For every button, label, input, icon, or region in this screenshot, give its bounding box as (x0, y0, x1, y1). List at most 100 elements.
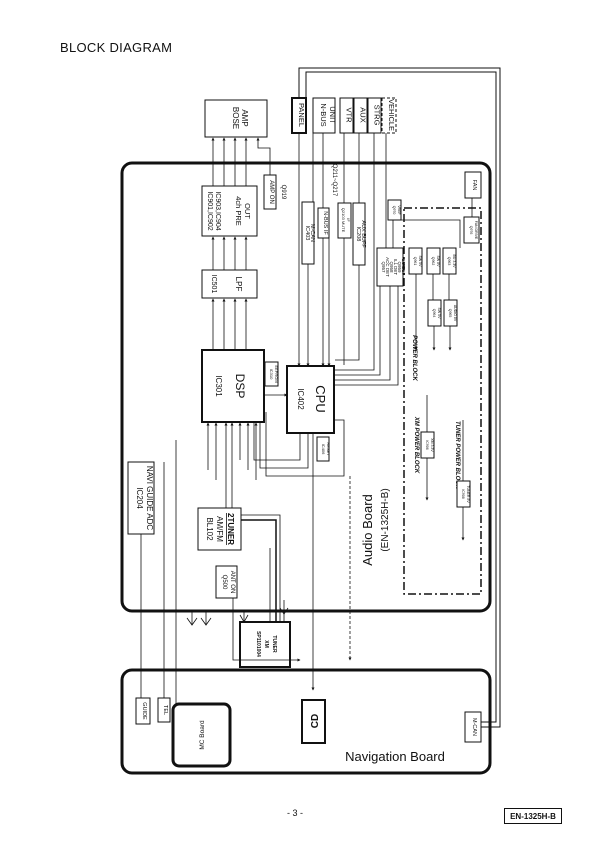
svg-text:N-BUS: N-BUS (319, 103, 328, 126)
svg-text:Q963: Q963 (447, 257, 451, 266)
strg-connector: STRG (367, 97, 382, 134)
eeprom-block: IC310 EEPROM (264, 361, 279, 387)
ant-on-block: Q500 ANT ON (215, 565, 238, 599)
svg-text:BU 3.3V: BU 3.3V (452, 254, 456, 268)
nav-board-title: Navigation Board (345, 749, 445, 764)
svg-text:AUX: AUX (359, 107, 368, 122)
svg-text:Q959: Q959 (397, 261, 402, 273)
mc-board-block: MC Board (171, 702, 232, 768)
svg-text:SP1101004: SP1101004 (255, 631, 261, 657)
svg-text:IC406: IC406 (321, 444, 326, 455)
svg-text:XM: XM (263, 640, 269, 648)
sw5v-block-2: Q964 SW 5V (427, 299, 442, 327)
audio-board-title: Audio Board (360, 494, 375, 566)
svg-text:ILL DET: ILL DET (393, 259, 398, 276)
svg-text:XM 3.3V: XM 3.3V (430, 438, 434, 452)
svg-text:Q970: Q970 (392, 206, 396, 215)
svg-text:GUIDE: GUIDE (141, 702, 147, 720)
svg-text:CPU: CPU (313, 385, 328, 412)
audio-board-code: (EN-1325H-B) (380, 488, 391, 551)
xm-power-ic-block: IC906 XM 3.3V (420, 431, 435, 459)
svg-text:EEPROM: EEPROM (274, 365, 279, 382)
svg-text:SW 5V: SW 5V (437, 308, 441, 320)
navi-guide-adc-block: IC204 NAVI GUIDE ADC (127, 461, 155, 535)
svg-text:MC Board: MC Board (199, 720, 206, 750)
svg-text:IC310: IC310 (269, 369, 274, 380)
panel-connector: PANEL (291, 97, 307, 134)
page-number: - 3 - (287, 808, 304, 818)
signal-lines (140, 67, 501, 728)
svg-text:NAVI GUIDE ADC: NAVI GUIDE ADC (145, 466, 154, 531)
cd-block: CD (301, 699, 326, 744)
antenna-icon (186, 600, 289, 626)
svg-text:Q2103 MUTE: Q2103 MUTE (341, 208, 346, 233)
reset-block: IC406 RESET (316, 436, 331, 462)
tuner-power-ic-block: IC908 TUNER 8V (456, 480, 471, 508)
svg-text:Q211~Q217: Q211~Q217 (331, 164, 337, 197)
svg-text:PANEL: PANEL (297, 103, 306, 127)
sw5v-block-1: Q961 SW 5V (408, 247, 423, 275)
aux-connector: AUX (353, 97, 368, 134)
svg-text:IC204: IC204 (135, 487, 144, 509)
svg-text:UNIT: UNIT (328, 106, 337, 124)
svg-text:N-BUS IF: N-BUS IF (322, 211, 328, 235)
xm-power-block-label: XM POWER BLOCK (413, 416, 419, 474)
svg-text:Q919: Q919 (280, 185, 286, 200)
svg-text:IF: IF (346, 218, 351, 222)
nbus-if-block: N-BUS IF Q211~Q217 (317, 164, 337, 239)
svg-text:Q957: Q957 (381, 261, 386, 273)
svg-text:LPF: LPF (234, 277, 243, 292)
amp-on-block: AMP ON Q919 (263, 174, 286, 210)
lpf-block: IC501 LPF (201, 269, 258, 299)
svg-text:FAN DRIVE: FAN DRIVE (474, 221, 478, 240)
svg-text:ACC DET: ACC DET (385, 257, 390, 277)
svg-text:VREF: VREF (397, 205, 401, 214)
power-block-label: POWER BLOCK (411, 335, 417, 381)
tuner-block: BL102 AM/FM 2TUNER (197, 507, 242, 551)
svg-text:SW 8V: SW 8V (436, 256, 440, 268)
svg-text:IC402: IC402 (296, 388, 305, 410)
svg-text:Q976: Q976 (469, 226, 473, 235)
svg-text:STRG: STRG (373, 105, 382, 126)
svg-text:DSP: DSP (233, 374, 247, 399)
power-block-outline (403, 207, 482, 595)
svg-text:IC403: IC403 (304, 226, 310, 241)
svg-text:IC908: IC908 (461, 489, 465, 498)
amp-label: AMP (240, 109, 249, 126)
dsp-block: IC301 DSP (201, 349, 265, 423)
svg-text:RESET: RESET (326, 442, 331, 456)
svg-text:IC901,IC902: IC901,IC902 (206, 191, 213, 230)
svg-text:Q958: Q958 (389, 261, 394, 273)
svg-text:SW 5V: SW 5V (418, 256, 422, 268)
svg-text:IC906: IC906 (425, 440, 429, 449)
acc-det-block: Q957 ACC DET Q958 ILL DET Q959 BU DET (376, 247, 406, 287)
svg-text:Q962: Q962 (431, 257, 435, 266)
svg-text:AM/FM: AM/FM (215, 516, 224, 542)
svg-text:AUX BUFF: AUX BUFF (360, 220, 366, 248)
svg-text:M-CAN: M-CAN (309, 224, 315, 242)
svg-text:OUT: OUT (243, 203, 252, 219)
svg-text:AMP ON: AMP ON (268, 180, 274, 204)
svg-text:VEHICLE: VEHICLE (387, 99, 396, 131)
svg-text:VTR: VTR (345, 108, 354, 124)
vehicle-connector: VEHICLE (381, 97, 397, 134)
svg-text:IC501: IC501 (210, 275, 217, 294)
svg-text:CD: CD (310, 714, 321, 728)
nav-mcan-connector: M-CAN (464, 711, 482, 743)
svg-text:M-CAN: M-CAN (471, 718, 477, 736)
svg-text:Q965: Q965 (448, 309, 452, 318)
fan-drive-block: Q976 FAN DRIVE (463, 216, 480, 244)
svg-text:IC208: IC208 (355, 227, 361, 242)
svg-text:Q964: Q964 (432, 309, 436, 318)
preout-block: IC901,IC902 IC903,IC904 4ch PRE OUT (201, 185, 258, 237)
svg-text:FAN: FAN (471, 180, 477, 191)
svg-text:TUNER: TUNER (271, 635, 277, 653)
tuner-power-block-label: TUNER POWER BLOCK (454, 421, 460, 490)
audio8v-block: Q965 AUDIO 8V (443, 299, 458, 327)
vref-block: Q970 VREF (387, 199, 402, 221)
svg-text:TEL: TEL (162, 705, 168, 715)
tel-connector: TEL (157, 697, 171, 723)
doc-code: EN-1325H-B (504, 808, 562, 824)
mcan-ic-block: IC403 M-CAN (301, 201, 315, 265)
